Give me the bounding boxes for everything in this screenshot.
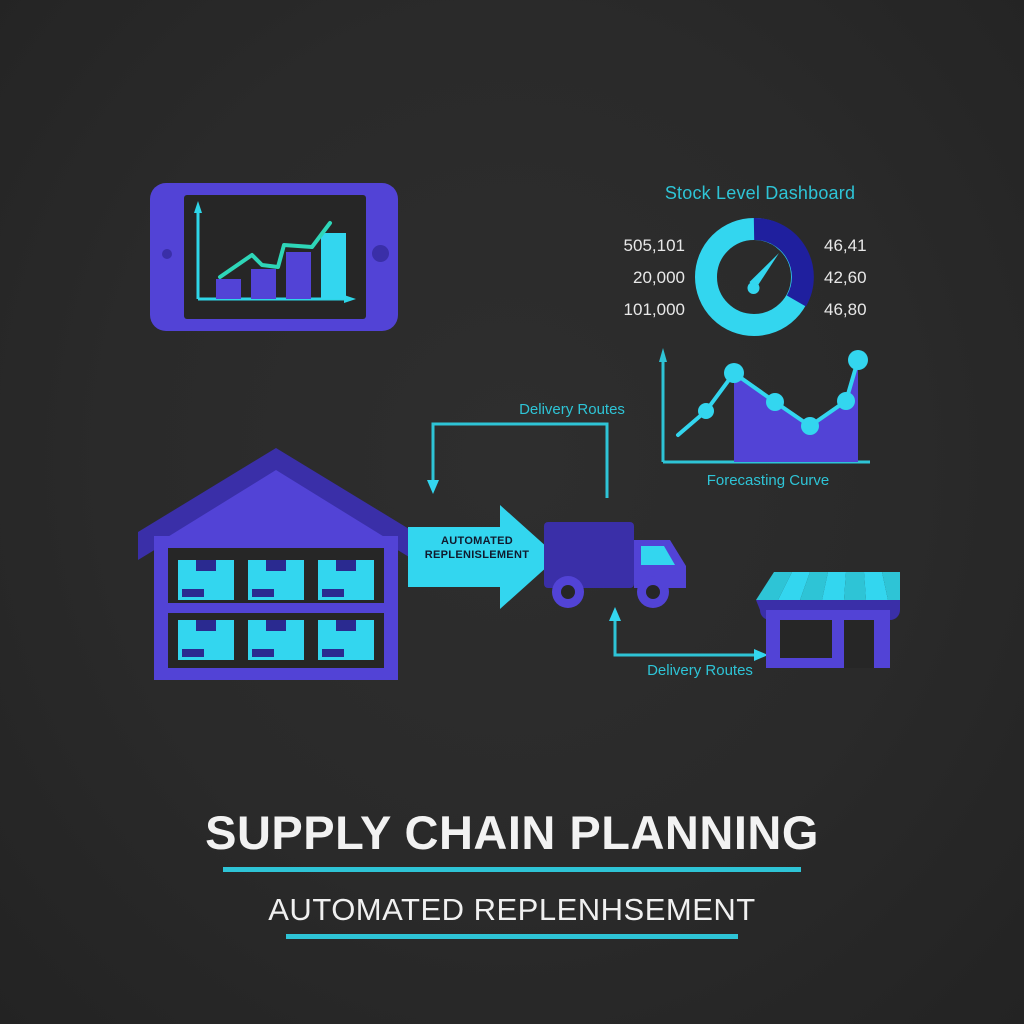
- tablet-home-button: [372, 245, 389, 262]
- arrow-right-end: [754, 649, 768, 661]
- x-axis-arrow: [344, 295, 356, 303]
- trend-line: [218, 221, 332, 279]
- title-rule-top: [223, 867, 801, 872]
- storefront-icon: [752, 558, 904, 670]
- stock-values-left: 505,101 20,000 101,000: [600, 230, 685, 326]
- box: [178, 620, 234, 660]
- gauge-icon: [693, 216, 815, 343]
- connector-top-label: Delivery Routes: [519, 401, 625, 418]
- stock-value: 46,41: [824, 236, 867, 255]
- title-rule-bottom: [286, 934, 738, 939]
- delivery-route-connector-top: [425, 418, 615, 498]
- bar-3: [286, 252, 311, 299]
- arrow-label-line2: REPLENISLEMENT: [424, 549, 530, 561]
- automated-replenishment-arrow: [408, 505, 558, 609]
- connector-bottom-label: Delivery Routes: [647, 662, 753, 679]
- truck-hub-rear: [561, 585, 575, 599]
- stock-value: 101,000: [623, 300, 685, 319]
- tablet-icon: [150, 183, 398, 331]
- box: [248, 560, 304, 600]
- truck-cargo: [544, 522, 634, 588]
- stock-dashboard-title: Stock Level Dashboard: [664, 183, 856, 203]
- arrow-label: AUTOMATED REPLENISLEMENT: [418, 534, 536, 562]
- page-title: SUPPLY CHAIN PLANNING: [205, 806, 819, 859]
- warehouse-shelf: [168, 603, 384, 613]
- forecasting-curve-label: Forecasting Curve: [706, 472, 830, 489]
- warehouse-icon: [138, 448, 414, 680]
- connector-path: [613, 617, 756, 657]
- title-block: SUPPLY CHAIN PLANNING AUTOMATED REPLENHS…: [0, 805, 1024, 939]
- box: [248, 620, 304, 660]
- tablet-bar-chart: [194, 201, 356, 303]
- forecast-area-fill: [734, 360, 858, 462]
- delivery-truck-icon: [540, 508, 692, 620]
- warehouse-box-row-bottom: [178, 620, 374, 660]
- box: [318, 620, 374, 660]
- stock-value: 20,000: [633, 268, 685, 287]
- stock-values-right: 46,41 42,60 46,80: [824, 230, 909, 326]
- gauge-needle: [749, 253, 779, 289]
- stock-value: 42,60: [824, 268, 867, 287]
- forecasting-curve-chart: [650, 340, 886, 495]
- delivery-route-connector-bottom: [608, 605, 776, 663]
- arrow-down-left: [427, 480, 439, 494]
- gauge-filled-segment: [753, 217, 814, 307]
- store-door: [844, 620, 874, 668]
- connector-path: [431, 422, 609, 498]
- stock-value: 46,80: [824, 300, 867, 319]
- y-axis-arrow: [194, 201, 202, 213]
- bar-4: [321, 233, 346, 299]
- box: [318, 560, 374, 600]
- arrow-shape: [408, 505, 558, 609]
- truck-window: [641, 546, 675, 565]
- bar-2: [251, 269, 276, 299]
- y-axis-arrow: [659, 348, 667, 362]
- box: [178, 560, 234, 600]
- forecast-data-points: [698, 350, 868, 435]
- store-window: [780, 620, 832, 658]
- tablet-camera-dot: [162, 249, 172, 259]
- awning-stripes: [756, 572, 900, 600]
- arrow-label-line1: AUTOMATED: [441, 535, 513, 547]
- warehouse-roof: [166, 470, 386, 538]
- bar-1: [216, 279, 241, 299]
- tablet-screen: [184, 195, 366, 319]
- warehouse-box-row-top: [178, 560, 374, 600]
- page-subtitle: AUTOMATED REPLENHSEMENT: [268, 892, 756, 927]
- truck-hub-front: [646, 585, 660, 599]
- gauge-hub: [747, 282, 760, 294]
- arrow-up-left: [609, 607, 621, 621]
- stock-value: 505,101: [623, 236, 685, 255]
